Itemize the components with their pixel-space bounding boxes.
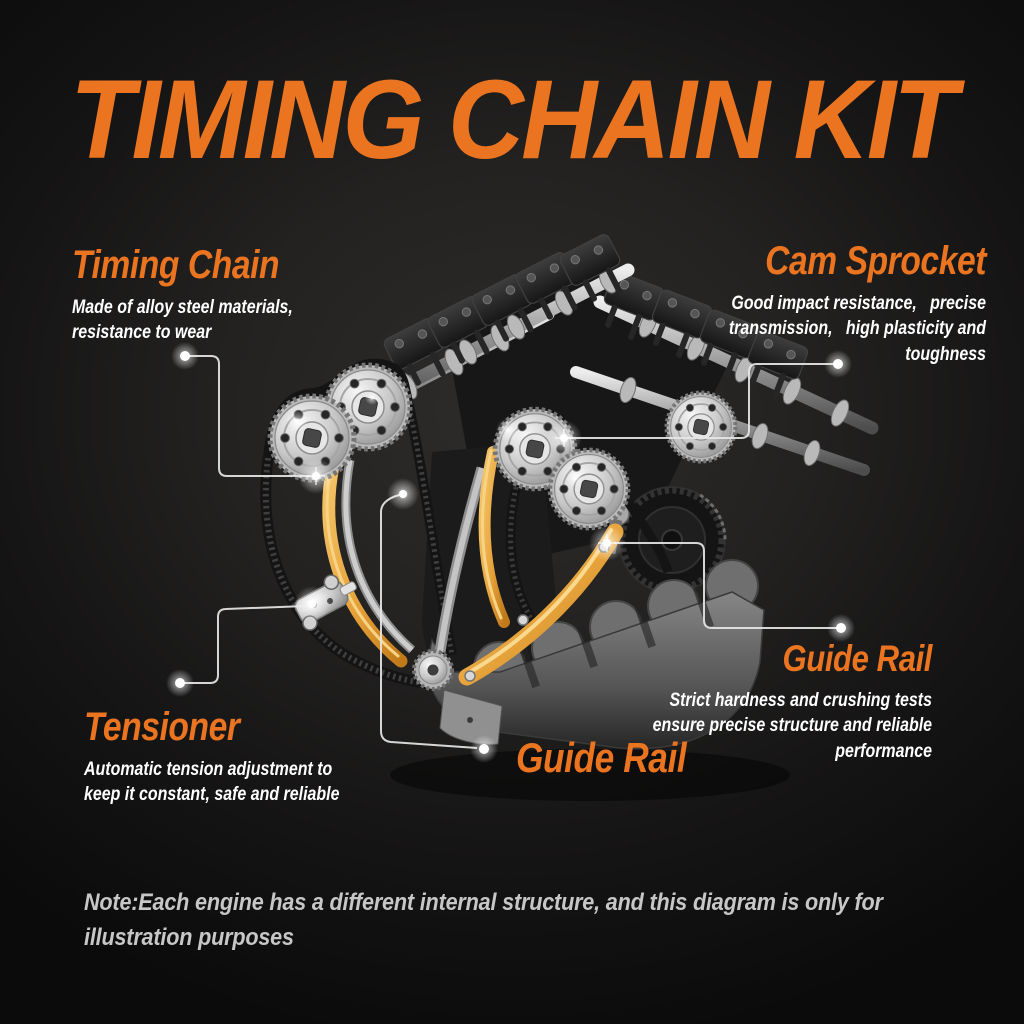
callout-cam-sprocket-heading: Cam Sprocket (765, 239, 986, 283)
callout-cam-sprocket: Cam Sprocket Good impact resistance, pre… (646, 239, 987, 367)
callout-tensioner: Tensioner Automatic tension adjustment t… (84, 706, 424, 808)
disclaimer-note: Note:Each engine has a different interna… (84, 889, 883, 951)
crank-sprocket-small (412, 649, 454, 691)
callout-cam-sprocket-body: Good impact resistance, precise transmis… (728, 293, 986, 365)
glints (286, 391, 584, 487)
engine-block (427, 559, 765, 750)
callout-guide-rail-center: Guide Rail (516, 734, 776, 789)
page-title: TIMING CHAIN KIT (70, 57, 958, 182)
cam-sprocket-callout-line (568, 363, 838, 439)
guide-rail-right-callout-line (614, 542, 841, 629)
timing-chain-callout-line (185, 355, 310, 477)
callout-timing-chain-heading: Timing Chain (72, 243, 280, 287)
tensioner-callout-line (180, 605, 307, 684)
cam-sprocket-rear-right (667, 393, 736, 462)
camshaft-left-bank (309, 231, 635, 441)
callout-guide-rail-right: Guide Rail Strict hardness and crushing … (572, 638, 933, 764)
callout-timing-chain: Timing Chain Made of alloy steel materia… (72, 244, 412, 346)
crank-gear (618, 486, 727, 594)
cam-sprocket-center-right (550, 450, 628, 528)
callout-tensioner-body: Automatic tension adjustment to keep it … (84, 759, 340, 806)
callout-guide-rail-right-heading: Guide Rail (782, 638, 932, 679)
callout-guide-rail-center-heading: Guide Rail (516, 734, 687, 781)
callout-timing-chain-body: Made of alloy steel materials, resistanc… (72, 297, 293, 344)
engine-shadow (390, 749, 790, 801)
callout-dots (166, 342, 855, 763)
callout-tensioner-heading: Tensioner (84, 705, 240, 749)
callout-guide-rail-right-body: Strict hardness and crushing tests ensur… (652, 689, 932, 762)
